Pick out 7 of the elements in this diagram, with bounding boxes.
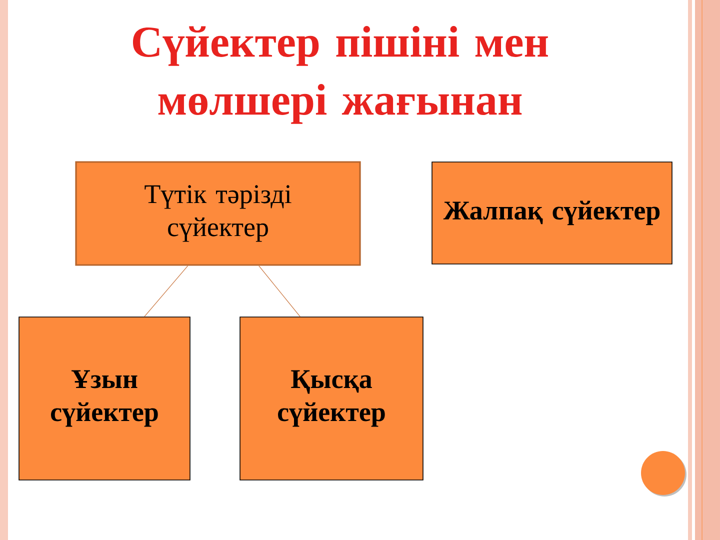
process-box: Түтік тәрізді сүйектер bbox=[75, 161, 361, 266]
title: Сүйектер пішіні мен мөлшері жағынан bbox=[133, 26, 548, 124]
connector-line bbox=[258, 265, 300, 317]
connector-line bbox=[144, 265, 188, 317]
process-box: Ұзын сүйектер bbox=[18, 316, 190, 480]
process-box: Жалпақ сүйектер bbox=[432, 162, 672, 264]
process-box: Қысқа сүйектер bbox=[240, 316, 424, 480]
